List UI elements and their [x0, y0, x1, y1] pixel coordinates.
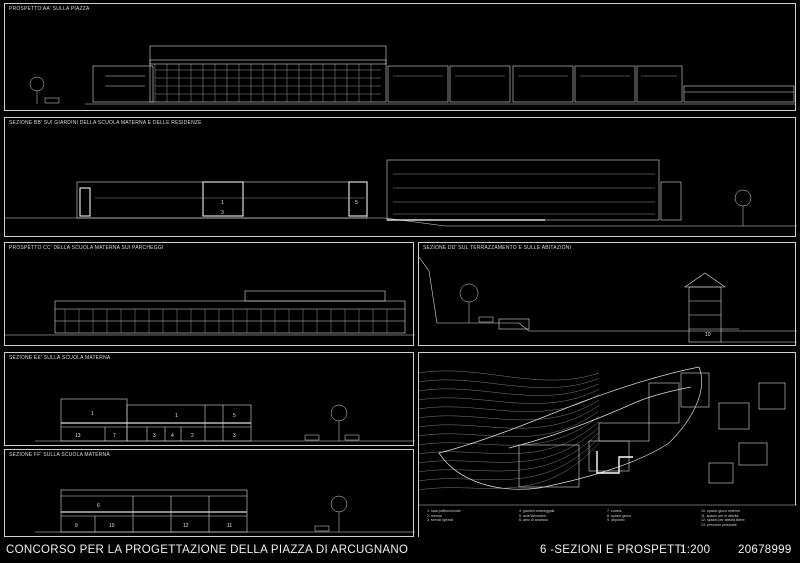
panel-title: SEZIONE BB' SUI GIARDINI DELLA SCUOLA MA…	[9, 120, 202, 126]
room-number: 3	[221, 210, 224, 216]
section-bb-drawing: 1 3 5	[5, 159, 797, 227]
panel-sezione-dd: SEZIONE DD' SUL TERRAZZAMENTO E SULLE AB…	[418, 242, 797, 346]
car-icon	[478, 316, 494, 323]
room-number: 2	[191, 433, 194, 439]
room-number: 3	[233, 433, 236, 439]
contour-lines	[419, 370, 600, 491]
car-icon	[314, 525, 330, 532]
room-number: 10	[705, 332, 711, 338]
legend-item: 4. giardini ombreggiati	[519, 509, 555, 513]
legend-item: 9. deposito	[607, 518, 625, 523]
legend-item: 12. spazio per attività libere	[701, 518, 745, 523]
room-number: 1	[91, 411, 94, 417]
room-number: 1	[221, 200, 224, 206]
tree-icon	[29, 76, 45, 104]
legend-item: 11. spazio per le attività	[701, 513, 739, 518]
footer-title: CONCORSO PER LA PROGETTAZIONE DELLA PIAZ…	[6, 544, 409, 556]
panel-title: SEZIONE FF' SULLA SCUOLA MATERNA	[9, 452, 110, 458]
footer-code: 20678999	[738, 544, 792, 556]
panel-prospetto-aa: PROSPETTO AA' SULLA PIAZZA	[4, 3, 796, 111]
tree-icon	[459, 283, 479, 323]
legend-item: 6. atrio di accesso	[519, 518, 548, 523]
site-plan-drawing	[419, 366, 797, 538]
legend-item: 10. spazio gioco esterno	[701, 509, 740, 513]
footer-sheet: 6 -SEZIONI E PROSPETTI	[540, 544, 686, 556]
legend-item: 3. servizi igienici	[427, 518, 454, 523]
room-number: 10	[109, 523, 115, 529]
panel-site-plan: 1. sala polifunzionale 2. mensa 3. servi…	[418, 352, 797, 538]
car-icon	[344, 434, 360, 441]
panel-title: PROSPETTO AA' SULLA PIAZZA	[9, 6, 90, 12]
footer-scale: 1:200	[680, 544, 711, 556]
room-number: 4	[171, 433, 174, 439]
room-number: 5	[233, 413, 236, 419]
section-dd-drawing: 10	[419, 256, 797, 343]
legend-col-1: 1. sala polifunzionale 2. mensa 3. servi…	[427, 509, 461, 523]
room-number: 3	[153, 433, 156, 439]
legend-col-4: 10. spazio gioco esterno 11. spazio per …	[701, 509, 745, 527]
room-number: 7	[113, 433, 116, 439]
legend-col-2: 4. giardini ombreggiati 5. aule/laborato…	[519, 509, 554, 523]
room-number: 12	[183, 523, 189, 529]
legend-item: 1. sala polifunzionale	[427, 509, 461, 513]
room-number: 1	[175, 413, 178, 419]
panel-prospetto-cc: PROSPETTO CC' DELLA SCUOLA MATERNA SUI P…	[4, 242, 415, 346]
buildings	[518, 372, 786, 488]
elevation-cc-drawing	[5, 290, 415, 336]
car-icon	[44, 97, 60, 104]
tree-icon	[330, 404, 348, 441]
car-icon	[304, 434, 320, 441]
room-number: 13	[75, 433, 81, 439]
legend-item: 13. percorso pedonale	[701, 522, 737, 527]
tree-icon	[734, 189, 752, 226]
panel-sezione-bb: SEZIONE BB' SUI GIARDINI DELLA SCUOLA MA…	[4, 117, 797, 237]
tree-icon	[330, 495, 348, 532]
room-number: 9	[75, 523, 78, 529]
legend-item: 8. spazio gioco	[607, 513, 631, 518]
legend-item: 5. aule/laboratori	[519, 513, 546, 518]
panel-sezione-ff: SEZIONE FF' SULLA SCUOLA MATERNA 6 9 10 …	[4, 449, 415, 537]
panel-sezione-ee: SEZIONE EE' SULLA SCUOLA MATERNA 1 1 5 1…	[4, 352, 415, 446]
legend-col-3: 7. cucina 8. spazio gioco 9. deposito	[607, 509, 631, 523]
legend-item: 7. cucina	[607, 509, 622, 513]
legend-item: 2. mensa	[427, 513, 442, 518]
room-number: 11	[227, 523, 232, 529]
panel-title: PROSPETTO CC' DELLA SCUOLA MATERNA SUI P…	[9, 245, 164, 251]
section-ee-drawing: 1 1 5 13 7 3 4 2 3	[35, 398, 415, 442]
panel-title: SEZIONE EE' SULLA SCUOLA MATERNA	[9, 355, 111, 361]
school-building	[596, 451, 633, 474]
room-number: 5	[355, 200, 358, 206]
piazza-outline	[438, 366, 702, 490]
room-number: 6	[97, 503, 100, 509]
section-ff-drawing: 6 9 10 12 11	[35, 489, 415, 533]
elevation-aa-drawing	[29, 45, 795, 105]
panel-title: SEZIONE DD' SUL TERRAZZAMENTO E SULLE AB…	[423, 245, 572, 251]
